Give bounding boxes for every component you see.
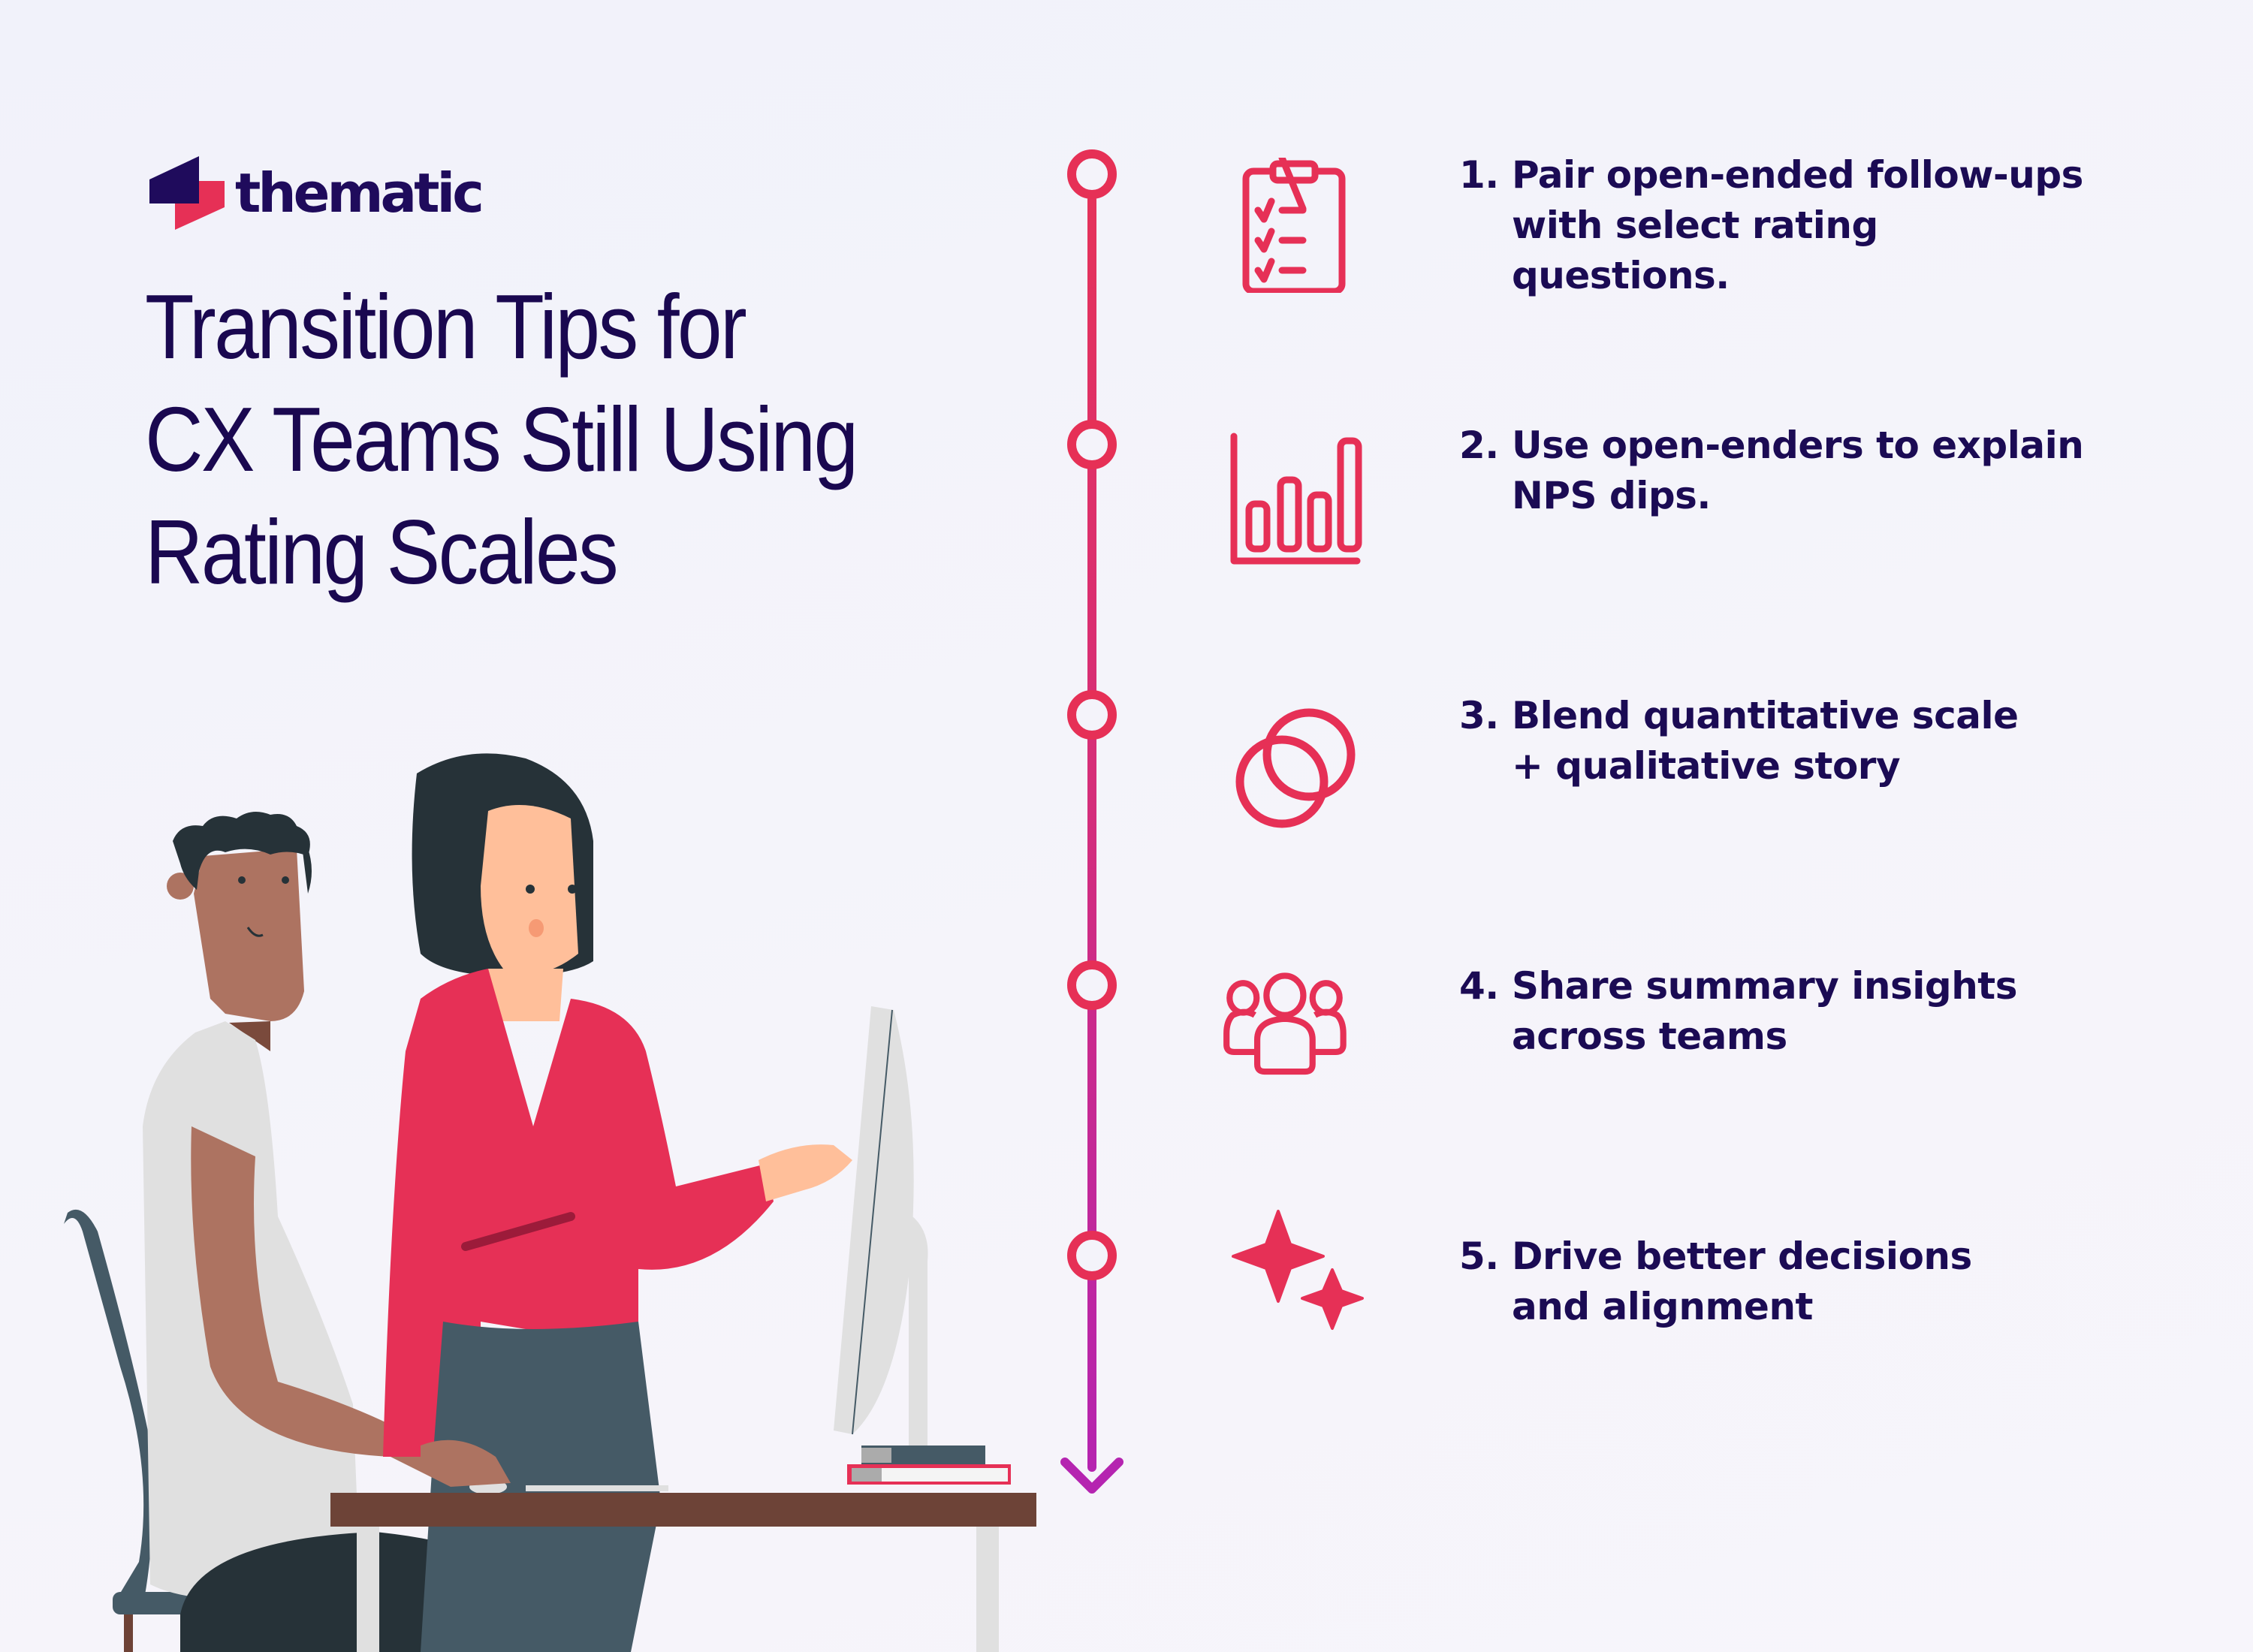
monitor-icon (834, 1006, 928, 1449)
page-title: Transition Tips for CX Teams Still Using… (145, 270, 905, 608)
books-icon (847, 1446, 1011, 1485)
tip-text-line: + qualitative story (1512, 744, 1901, 788)
timeline-dot-3 (1067, 690, 1117, 740)
title-line-3: Rating Scales (145, 501, 619, 603)
thematic-wordmark: thematic (235, 161, 484, 225)
tip-text-line: Blend quantitative scale (1512, 694, 2019, 737)
thematic-logo-mark-icon (149, 156, 225, 230)
tip-text-line: and alignment (1512, 1285, 1813, 1328)
tip-number: 1. (1459, 153, 1499, 197)
tip-2: 2. Use open-enders to explain NPS dips. (1459, 421, 2135, 521)
tip-text-line: NPS dips. (1512, 474, 1711, 517)
tip-number: 3. (1459, 694, 1499, 737)
office-colleagues-illustration (64, 753, 1036, 1652)
sparkles-icon (1232, 1210, 1364, 1330)
clipboard-checklist-icon (1242, 158, 1346, 293)
tip-text-line: questions. (1512, 254, 1730, 297)
tip-text-line: with select rating (1512, 203, 1878, 247)
overlapping-circles-icon (1235, 708, 1356, 828)
tip-4: 4. Share summary insights across teams (1459, 961, 2135, 1062)
tip-text-line: across teams (1512, 1014, 1787, 1058)
bar-chart-icon (1230, 433, 1362, 565)
tip-5: 5. Drive better decisions and alignment (1459, 1231, 2135, 1332)
tip-text-line: Use open-enders to explain (1512, 424, 2084, 467)
arrow-down-icon (1060, 1458, 1123, 1494)
keyboard-icon (526, 1485, 668, 1491)
tip-number: 4. (1459, 964, 1499, 1008)
desk-icon (330, 1493, 1036, 1652)
timeline-dot-2 (1067, 420, 1117, 469)
tip-1: 1. Pair open-ended follow-ups with selec… (1459, 150, 2135, 301)
tip-text-line: Share summary insights (1512, 964, 2017, 1008)
tip-3: 3. Blend quantitative scale + qualitativ… (1459, 691, 2135, 791)
thematic-logo: thematic (149, 156, 495, 234)
title-line-2: CX Teams Still Using (145, 388, 858, 490)
tip-number: 5. (1459, 1234, 1499, 1278)
timeline-dot-1 (1067, 149, 1117, 199)
team-group-icon (1223, 972, 1347, 1075)
timeline-dot-5 (1067, 1231, 1117, 1280)
tip-text-line: Drive better decisions (1512, 1234, 1972, 1278)
tip-text-line: Pair open-ended follow-ups (1512, 153, 2083, 197)
timeline-dot-4 (1067, 960, 1117, 1010)
title-line-1: Transition Tips for (145, 276, 747, 378)
tip-number: 2. (1459, 424, 1499, 467)
timeline-line (1087, 195, 1096, 1472)
